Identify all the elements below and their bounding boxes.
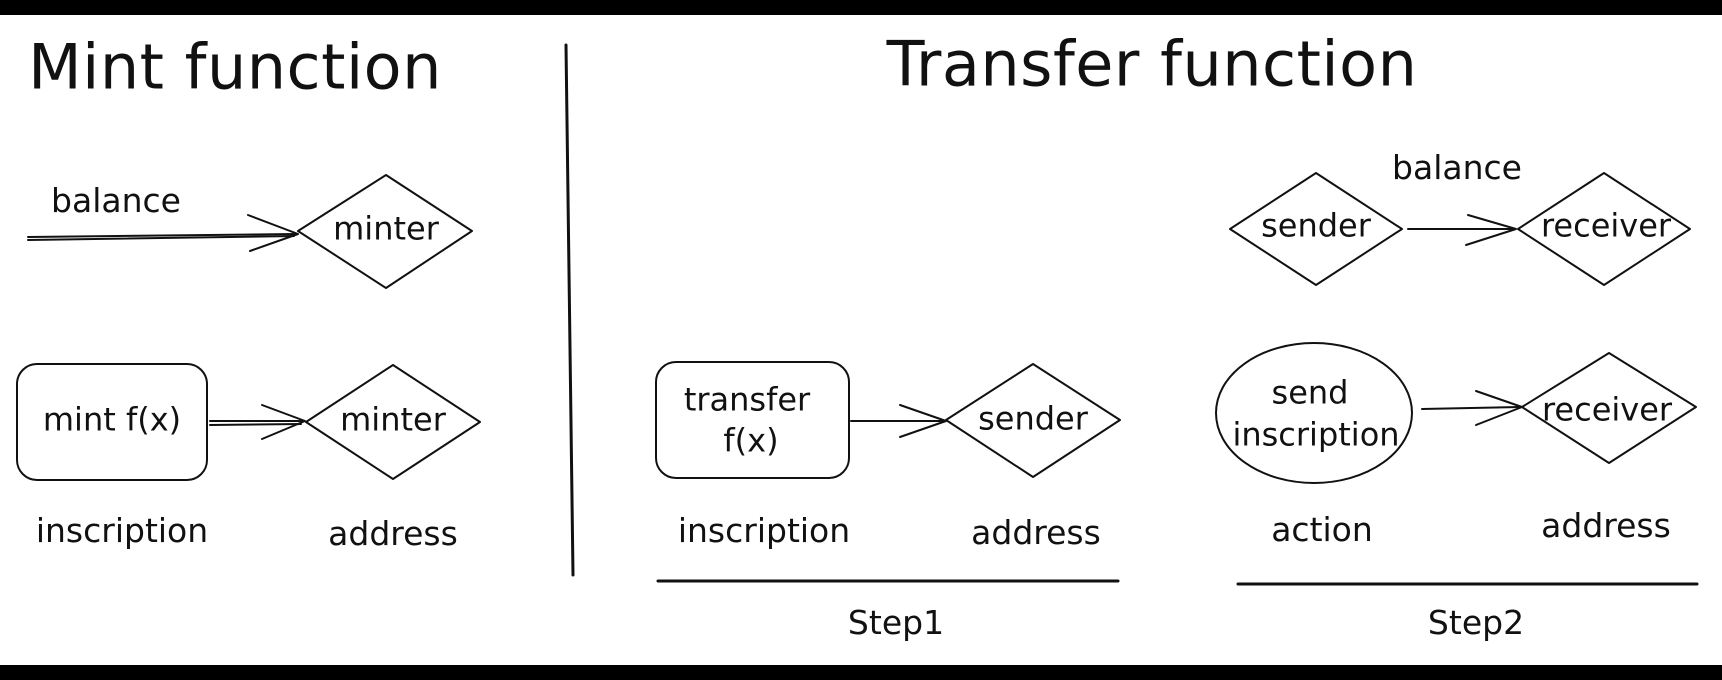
mint-address-label: address xyxy=(328,514,458,554)
transfer-box xyxy=(655,361,850,479)
mint-inscription-label: inscription xyxy=(35,511,209,551)
ellipse-line2: inscription xyxy=(1232,415,1400,454)
receiver-diamond-bottom xyxy=(1521,352,1697,464)
minter-bottom-label: minter xyxy=(340,400,446,439)
mint-box xyxy=(16,363,208,481)
ellipse-line1: send xyxy=(1271,373,1349,412)
receiver-diamond-top xyxy=(1517,172,1691,286)
minter-diamond-top xyxy=(297,174,473,289)
transfer-box-line2: f(x) xyxy=(723,421,779,460)
step1-address-label: address xyxy=(971,513,1101,553)
transfer-title: Transfer function xyxy=(886,27,1418,101)
mint-box-label: mint f(x) xyxy=(42,400,182,439)
section-divider xyxy=(564,43,575,577)
diagram-shapes xyxy=(16,43,1699,586)
balance-label: balance xyxy=(51,181,181,221)
step2-balance-label: balance xyxy=(1392,148,1522,188)
minter-top-label: minter xyxy=(333,209,439,248)
step1-sender-label: sender xyxy=(978,399,1088,438)
minter-diamond-bottom xyxy=(305,364,481,480)
receiver-bottom-label: receiver xyxy=(1541,390,1673,429)
send-arrow xyxy=(1421,390,1523,426)
step2-label: Step2 xyxy=(1427,603,1525,643)
mint-arrow xyxy=(209,404,306,440)
balance-arrow xyxy=(27,214,299,252)
sender-diamond-step2 xyxy=(1229,172,1403,286)
step2-address-label: address xyxy=(1541,506,1671,546)
step1-label: Step1 xyxy=(847,603,945,643)
step2-sender-label: sender xyxy=(1261,206,1371,245)
step2-action-label: action xyxy=(1271,510,1373,550)
mint-title: Mint function xyxy=(28,30,442,104)
balance-arrow-step2 xyxy=(1407,214,1517,246)
receiver-top-label: receiver xyxy=(1540,206,1672,245)
step1-inscription-label: inscription xyxy=(677,511,851,551)
transfer-box-line1: transfer xyxy=(683,380,811,419)
sender-diamond-step1 xyxy=(945,363,1121,478)
transfer-arrow xyxy=(850,404,947,438)
send-inscription-ellipse xyxy=(1215,342,1413,484)
diagram-canvas: Mint function balance minter mint f(x) m… xyxy=(0,15,1722,665)
